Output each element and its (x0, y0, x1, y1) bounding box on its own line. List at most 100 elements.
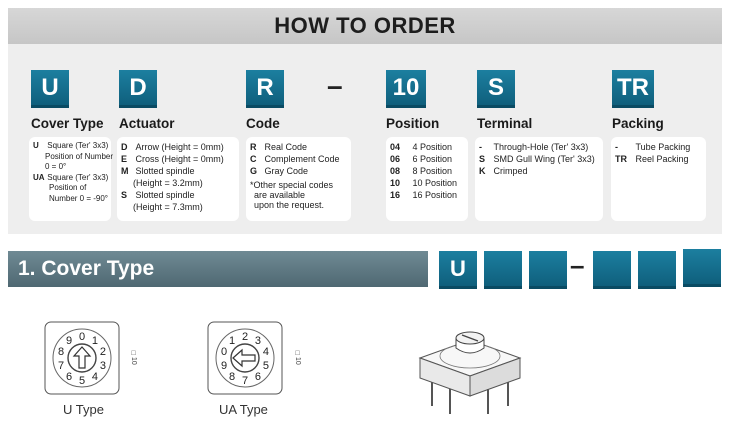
actuator-text: Slotted spindle (135, 166, 195, 176)
arrow-icon (232, 348, 256, 368)
ua-type-digit: 4 (263, 346, 269, 358)
actuator-subtext: (Height = 7.3mm) (133, 202, 203, 212)
u-type-dimension: □10 (130, 350, 137, 365)
cover-type-panel: U Square (Ter' 3x3) Position of Number 0… (29, 137, 114, 221)
u-type-caption: U Type (63, 402, 104, 417)
section-title-cover-type: 1. Cover Type (8, 251, 428, 287)
cover-text: Square (Ter' 3x3) (47, 172, 109, 182)
label-packing: Packing (612, 116, 664, 131)
position-key: 08 (390, 166, 401, 176)
terminal-key: - (479, 142, 482, 152)
packing-key: TR (615, 154, 627, 164)
u-type-digit: 3 (100, 360, 106, 372)
actuator-key: E (121, 154, 128, 164)
ua-type-dimension: □10 (294, 350, 301, 365)
terminal-key: K (479, 166, 486, 176)
cover-text: Position of (49, 183, 87, 192)
u-type-digit: 1 (92, 335, 98, 347)
terminal-text: Crimped (493, 166, 528, 176)
ua-type-digit: 7 (242, 375, 248, 387)
position-text: 10 Position (412, 178, 458, 188)
actuator-text: Slotted spindle (135, 190, 195, 200)
position-key: 06 (390, 154, 401, 164)
position-panel: 04 4 Position 06 6 Position 08 8 Positio… (386, 137, 468, 221)
ua-type-digit: 1 (229, 335, 235, 347)
position-text: 6 Position (412, 154, 453, 164)
section-code-box (593, 251, 631, 289)
cover-key: U (33, 141, 39, 150)
label-terminal: Terminal (477, 116, 533, 131)
label-code: Code (246, 116, 280, 131)
code-key: G (250, 166, 258, 176)
switch-isometric-drawing (418, 331, 522, 414)
code-box-terminal: S (477, 70, 515, 108)
code-text: Gray Code (264, 166, 309, 176)
position-text: 8 Position (412, 166, 453, 176)
actuator-text: Arrow (Height = 0mm) (135, 142, 224, 152)
label-actuator: Actuator (119, 116, 175, 131)
switch-right-face (469, 357, 521, 397)
cover-text: 0 = 0° (45, 162, 67, 171)
cover-text: Position of Number (45, 151, 114, 161)
section-separator-dash: – (570, 250, 585, 280)
code-box-cover: U (31, 70, 69, 108)
position-text: 16 Position (412, 190, 458, 200)
code-text: Complement Code (264, 154, 340, 164)
actuator-key: D (121, 142, 128, 152)
ua-type-dial-ring (215, 328, 275, 388)
actuator-key: S (121, 190, 128, 200)
u-type-digit: 6 (66, 371, 72, 383)
ua-type-digit: 2 (242, 331, 248, 343)
separator-dash: – (327, 70, 343, 101)
code-text: Real Code (264, 142, 308, 152)
code-note-line: *Other special codes (250, 180, 334, 190)
u-type-digit: 5 (79, 375, 85, 387)
u-type-digit: 4 (92, 371, 98, 383)
page-title: HOW TO ORDER (8, 8, 722, 44)
terminal-text: Through-Hole (Ter' 3x3) (493, 142, 589, 152)
u-type-digit: 9 (66, 335, 72, 347)
code-note: *Other special codes are available upon … (250, 180, 347, 210)
packing-panel: - Tube Packing TR Reel Packing (611, 137, 706, 221)
code-key: R (250, 142, 257, 152)
cover-text: Square (Ter' 3x3) (47, 141, 109, 150)
position-key: 16 (390, 190, 401, 200)
section-code-box (484, 251, 522, 289)
u-type-digit: 8 (58, 346, 64, 358)
ua-type-digit: 3 (255, 335, 261, 347)
ua-type-digit: 8 (229, 371, 235, 383)
label-position: Position (386, 116, 440, 131)
cover-text: Number 0 = -90° (49, 193, 109, 203)
actuator-subtext: (Height = 3.2mm) (133, 178, 203, 188)
cover-key: UA (33, 172, 45, 182)
actuator-panel: D Arrow (Height = 0mm) E Cross (Height =… (117, 137, 239, 221)
code-box-actuator: D (119, 70, 157, 108)
u-type-dial-ring (52, 328, 112, 388)
u-type-digit: 0 (79, 331, 85, 343)
actuator-key: M (121, 166, 129, 176)
position-key: 10 (390, 178, 401, 188)
terminal-panel: - Through-Hole (Ter' 3x3) S SMD Gull Win… (475, 137, 603, 221)
code-box-code: R (246, 70, 284, 108)
section-code-box (638, 251, 676, 289)
ua-type-digit: 6 (255, 371, 261, 383)
ua-type-digit: 0 (221, 346, 227, 358)
position-text: 4 Position (412, 142, 453, 152)
actuator-text: Cross (Height = 0mm) (135, 154, 224, 164)
packing-key: - (615, 142, 618, 152)
code-box-packing: TR (612, 70, 654, 108)
section-code-box (529, 251, 567, 289)
arrow-icon (72, 346, 92, 369)
section-code-box-filled: U (439, 251, 477, 289)
ua-type-digit: 9 (221, 360, 227, 372)
terminal-text: SMD Gull Wing (Ter' 3x3) (493, 154, 595, 164)
packing-text: Reel Packing (635, 154, 689, 164)
ua-type-digit: 5 (263, 360, 269, 372)
code-note-line: are available (254, 190, 306, 200)
label-cover-type: Cover Type (31, 116, 104, 131)
code-box-position: 10 (386, 70, 426, 108)
code-key: C (250, 154, 257, 164)
